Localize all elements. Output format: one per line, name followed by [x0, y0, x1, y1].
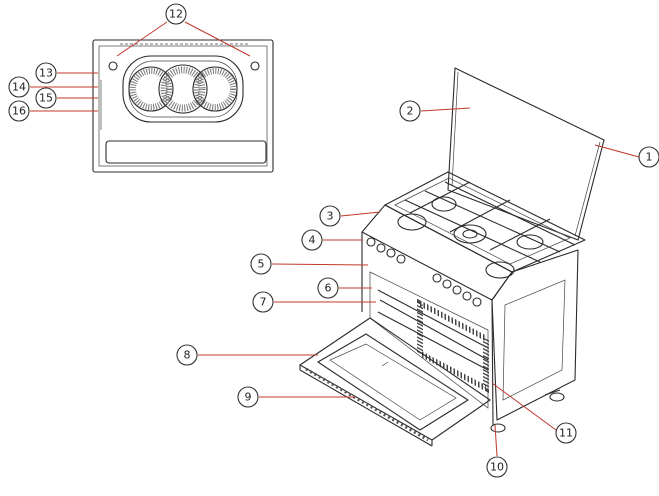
svg-text:4: 4 — [309, 234, 316, 247]
burner-back-right — [516, 234, 544, 250]
callout-3: 3 — [319, 205, 341, 227]
svg-text:11: 11 — [559, 427, 573, 440]
svg-text:1: 1 — [646, 151, 653, 164]
control-knobs — [366, 237, 482, 307]
svg-text:5: 5 — [258, 258, 265, 271]
burner-back-left — [431, 196, 457, 212]
svg-text:9: 9 — [245, 391, 252, 404]
burner-front-left — [397, 213, 427, 231]
inset-bottom-panel — [105, 140, 267, 164]
svg-text:2: 2 — [407, 105, 414, 118]
oven-cavity — [369, 271, 489, 409]
callout-4: 4 — [301, 229, 323, 251]
callout-2: 2 — [399, 100, 421, 122]
svg-text:13: 13 — [39, 67, 53, 80]
callout-5: 5 — [250, 253, 272, 275]
fan-cover-right — [192, 66, 238, 112]
callout-15: 15 — [35, 87, 57, 109]
callout-11: 11 — [555, 422, 577, 444]
callout-9: 9 — [237, 386, 259, 408]
oven-interior-inset — [92, 39, 274, 173]
callout-6: 6 — [317, 277, 339, 299]
svg-text:6: 6 — [325, 282, 332, 295]
oven-door — [299, 317, 491, 447]
oven-lamp-right — [250, 61, 260, 71]
svg-text:14: 14 — [12, 81, 26, 94]
callout-7: 7 — [252, 291, 274, 313]
callout-13: 13 — [35, 62, 57, 84]
callout-12: 12 — [165, 3, 187, 25]
svg-text:15: 15 — [39, 92, 53, 105]
callout-16: 16 — [8, 100, 30, 122]
svg-text:12: 12 — [169, 8, 183, 21]
callout-8: 8 — [176, 344, 198, 366]
foot-back — [549, 392, 565, 402]
hob-top — [384, 171, 586, 279]
callout-1: 1 — [638, 146, 659, 168]
cooker-lid — [447, 67, 605, 241]
door-handle — [305, 367, 429, 442]
callout-14: 14 — [8, 76, 30, 98]
svg-text:16: 16 — [12, 105, 26, 118]
svg-text:10: 10 — [490, 461, 504, 474]
callout-leaders — [30, 21, 640, 457]
svg-text:7: 7 — [260, 296, 267, 309]
cooker-body — [361, 204, 579, 433]
burner-front-right — [485, 261, 515, 279]
svg-text:8: 8 — [184, 349, 191, 362]
callout-10: 10 — [486, 456, 508, 478]
svg-text:3: 3 — [327, 210, 334, 223]
fan-cover-left — [128, 66, 174, 112]
burner-center-wok — [453, 224, 487, 244]
oven-lamp-left — [108, 61, 118, 71]
fan-cover-center — [158, 64, 208, 114]
foot-front — [490, 423, 506, 433]
